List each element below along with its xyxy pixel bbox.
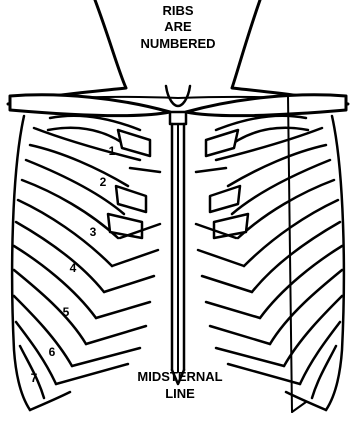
top-label: RIBS ARE NUMBERED [140,3,215,51]
rib-number-5: 5 [63,305,70,319]
label-line: LINE [165,386,195,401]
rib-number-6: 6 [49,345,56,359]
rib-number-2: 2 [100,175,107,189]
label-numbered: NUMBERED [140,36,215,51]
right-ribs [196,116,344,410]
rib-number-3: 3 [90,225,97,239]
jugular-notch [166,86,190,106]
rib-number-1: 1 [109,144,116,158]
left-ribs [12,116,160,410]
bottom-label: MIDSTERNAL LINE [137,369,222,401]
rib-number-7: 7 [31,371,38,385]
label-midsternal: MIDSTERNAL [137,369,222,384]
label-ribs: RIBS [162,3,193,18]
rib-number-4: 4 [70,261,77,275]
label-are: ARE [164,19,192,34]
